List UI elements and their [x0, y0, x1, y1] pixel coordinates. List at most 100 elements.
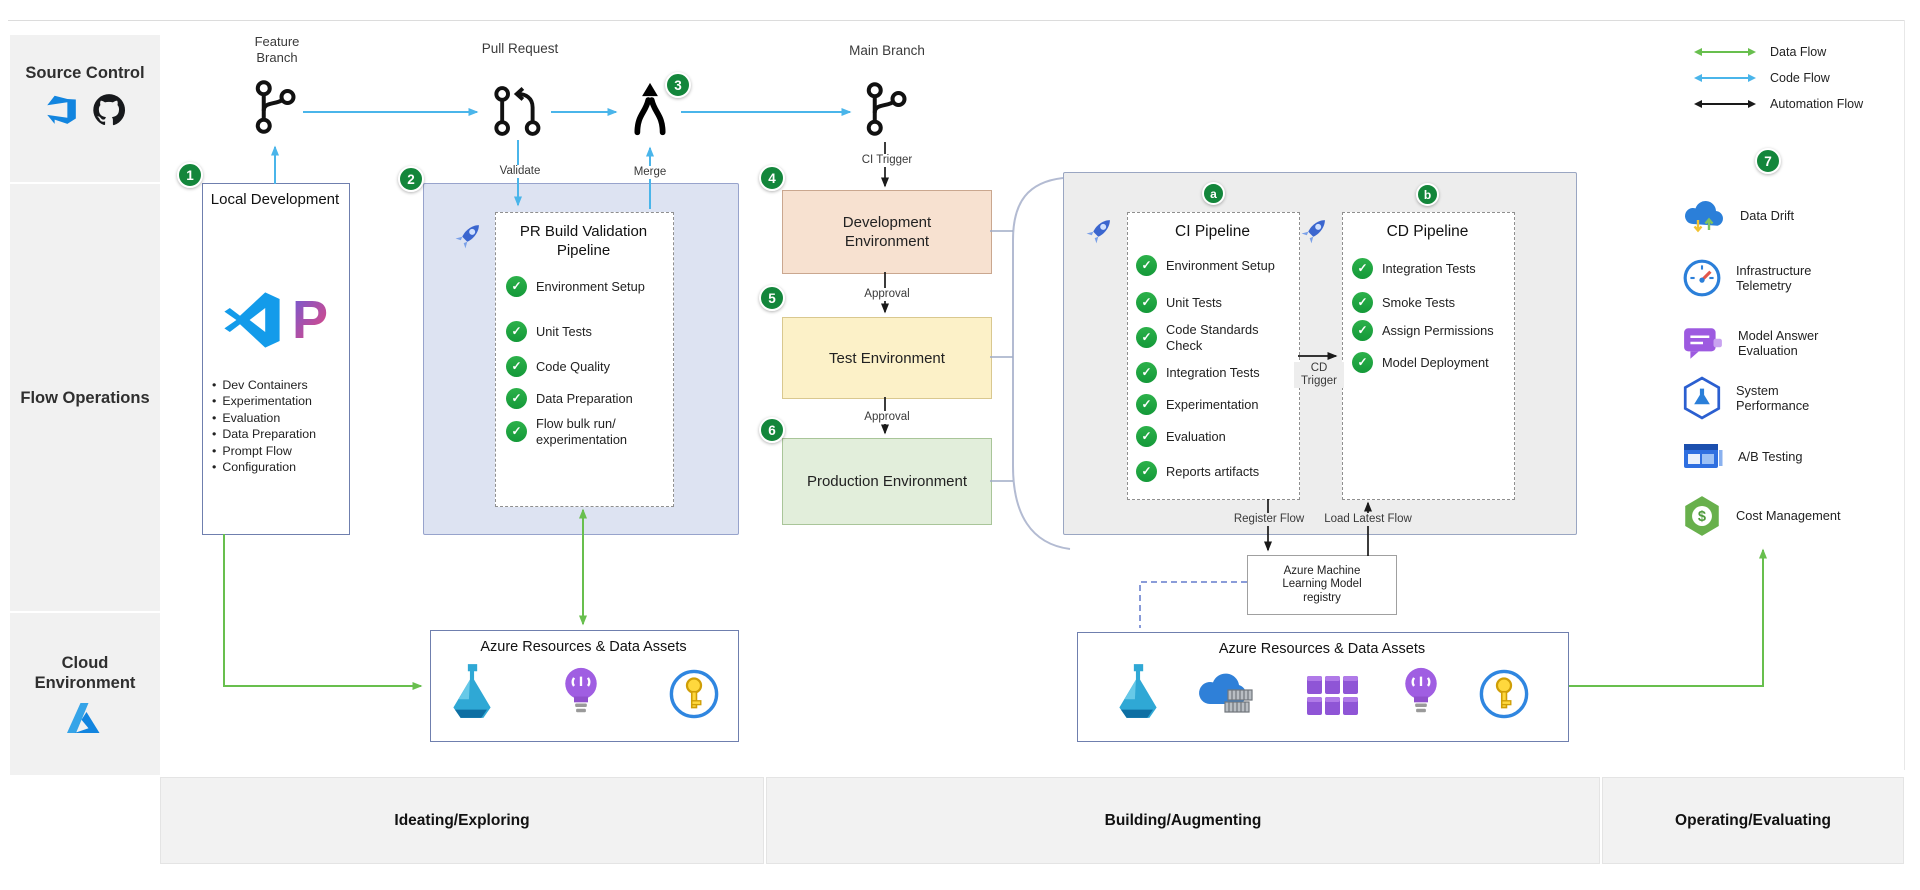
- cd-check-item: ✓Model Deployment: [1352, 352, 1494, 373]
- step-badge-b: b: [1416, 183, 1439, 206]
- svg-text:$: $: [1698, 509, 1706, 525]
- key-vault-icon: [1479, 669, 1529, 719]
- local-development-box: [202, 183, 350, 535]
- git-branch-icon-feature: [255, 80, 296, 134]
- check-icon: ✓: [1136, 426, 1157, 447]
- pull-request-label: Pull Request: [481, 41, 559, 56]
- pr-check-item: ✓Environment Setup: [506, 276, 658, 297]
- check-icon: ✓: [506, 321, 527, 342]
- insights-bulb-icon: [565, 667, 597, 713]
- ci-trigger-label: CI Trigger: [855, 154, 919, 167]
- list-item: •Dev Containers: [212, 378, 308, 392]
- code-flow-arrow-icon: [1694, 74, 1756, 82]
- azure-devops-icon: [47, 95, 76, 124]
- right-border: [1904, 20, 1905, 770]
- cloud-compute-icon: [1199, 673, 1253, 713]
- list-item: •Data Preparation: [212, 427, 317, 442]
- sidebar-flow-operations: Flow Operations: [10, 184, 160, 611]
- band-operating-evaluating: Operating/Evaluating: [1602, 777, 1904, 864]
- svg-text:P: P: [292, 292, 328, 348]
- step-badge-a: a: [1202, 182, 1225, 205]
- pr-check-item: ✓Data Preparation: [506, 388, 658, 409]
- ci-check-item: ✓Integration Tests: [1136, 362, 1284, 383]
- model-evaluation-chat-icon: [1684, 328, 1722, 359]
- git-pull-request-icon: [494, 86, 541, 136]
- git-branch-icon-main: [866, 82, 907, 136]
- production-environment-box: Production Environment: [782, 438, 992, 525]
- monitoring-item-cost-management: $ Cost Management: [1682, 493, 1848, 539]
- ci-check-item: ✓Evaluation: [1136, 426, 1284, 447]
- check-icon: ✓: [1352, 292, 1373, 313]
- check-icon: ✓: [1136, 292, 1157, 313]
- monitoring-item-ab-testing: A/B Testing: [1682, 434, 1850, 480]
- cd-pipeline-title: CD Pipeline: [1386, 223, 1469, 240]
- key-vault-icon: [669, 669, 719, 719]
- sidebar-source-control: Source Control: [10, 35, 160, 182]
- cd-check-item: ✓Integration Tests: [1352, 258, 1494, 279]
- register-flow-label: Register Flow: [1228, 513, 1310, 526]
- check-icon: ✓: [506, 356, 527, 377]
- local-development-title: Local Development: [210, 191, 340, 208]
- merge-label: Merge: [620, 166, 680, 179]
- ci-check-item: ✓Code Standards Check: [1136, 322, 1284, 353]
- approval-label-1: Approval: [855, 288, 919, 301]
- ci-check-item: ✓Unit Tests: [1136, 292, 1284, 313]
- automation-flow-arrow-icon: [1694, 100, 1756, 108]
- container-grid-icon: [1307, 676, 1358, 715]
- step-badge-7: 7: [1755, 148, 1781, 174]
- monitoring-item-data-drift: Data Drift: [1682, 193, 1852, 239]
- ml-model-registry-box: Azure Machine Learning Model registry: [1247, 555, 1397, 615]
- local-dev-bullet-list: •Dev Containers •Experimentation •Evalua…: [212, 377, 344, 475]
- insights-bulb-icon: [1405, 667, 1437, 713]
- azure-pipelines-rocket-icon: [1086, 220, 1110, 244]
- step-badge-6: 6: [759, 417, 785, 443]
- approval-label-2: Approval: [855, 411, 919, 424]
- sidebar-cloud-environment: Cloud Environment: [10, 613, 160, 775]
- check-icon: ✓: [506, 276, 527, 297]
- list-item: •Evaluation: [212, 410, 281, 425]
- azure-ml-icon: [453, 664, 491, 718]
- pr-check-item: ✓Flow bulk run/ experimentation: [506, 416, 658, 447]
- cd-trigger-label: CD Trigger: [1294, 362, 1344, 388]
- azure-ml-icon: [1119, 664, 1157, 718]
- validate-label: Validate: [490, 165, 550, 178]
- list-item: •Configuration: [212, 460, 297, 475]
- azure-resources-right-title: Azure Resources & Data Assets: [1218, 641, 1426, 657]
- main-branch-label: Main Branch: [849, 43, 925, 58]
- azure-logo-icon: [67, 703, 100, 733]
- step-badge-4: 4: [759, 165, 785, 191]
- step-badge-3: 3: [665, 72, 691, 98]
- legend-automation-flow: Automation Flow: [1692, 97, 1863, 111]
- git-merge-icon: [634, 82, 666, 136]
- list-item: •Experimentation: [212, 394, 312, 409]
- pr-check-item: ✓Unit Tests: [506, 321, 658, 342]
- pr-pipeline-title: PR Build Validation Pipeline: [519, 223, 648, 259]
- system-performance-icon: [1683, 376, 1721, 420]
- check-icon: ✓: [1136, 327, 1157, 348]
- top-border: [8, 20, 1904, 21]
- check-icon: ✓: [1352, 352, 1373, 373]
- flow-operations-label: Flow Operations: [20, 388, 150, 407]
- step-badge-1: 1: [177, 162, 203, 188]
- list-item: •Prompt Flow: [212, 443, 292, 458]
- azure-resources-left-title: Azure Resources & Data Assets: [480, 639, 687, 655]
- ab-testing-icon: [1684, 444, 1723, 468]
- check-icon: ✓: [1136, 461, 1157, 482]
- check-icon: ✓: [506, 388, 527, 409]
- check-icon: ✓: [506, 421, 527, 442]
- pr-check-item: ✓Code Quality: [506, 356, 658, 377]
- cd-check-item: ✓Assign Permissions: [1352, 320, 1494, 341]
- test-environment-box: Test Environment: [782, 317, 992, 399]
- telemetry-gauge-icon: [1683, 259, 1721, 297]
- check-icon: ✓: [1352, 258, 1373, 279]
- legend-data-flow: Data Flow: [1692, 45, 1826, 59]
- azure-pipelines-rocket-icon: [455, 225, 479, 249]
- github-icon: [93, 94, 126, 126]
- cost-management-icon: $: [1685, 496, 1719, 536]
- band-ideating-exploring: Ideating/Exploring: [160, 777, 764, 864]
- step-badge-5: 5: [759, 285, 785, 311]
- band-building-augmenting: Building/Augmenting: [766, 777, 1600, 864]
- check-icon: ✓: [1136, 362, 1157, 383]
- legend-code-flow: Code Flow: [1692, 71, 1830, 85]
